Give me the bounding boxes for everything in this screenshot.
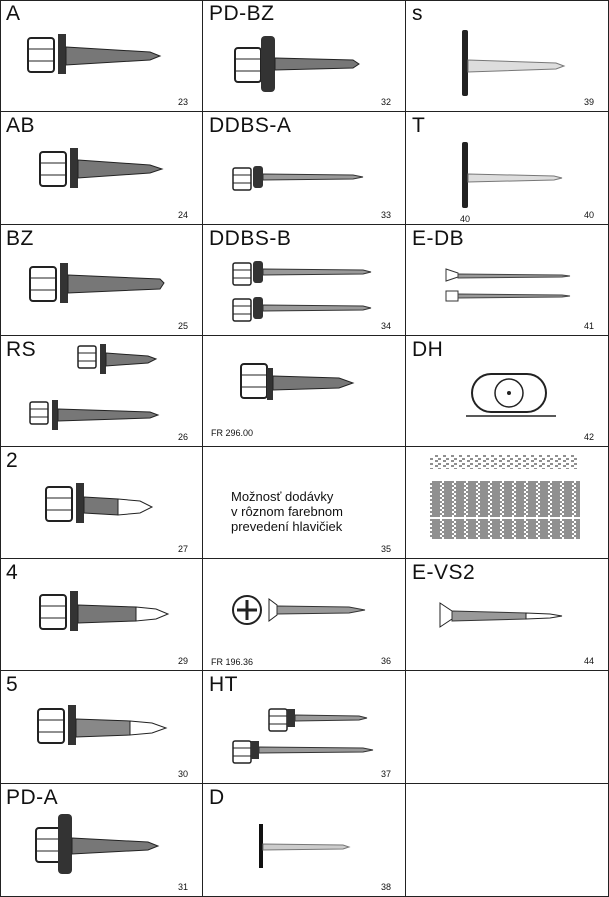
cell-label: E-DB	[412, 227, 465, 250]
disc-nail-icon	[259, 824, 351, 868]
cell-label: AB	[6, 114, 36, 137]
cell-2: 2 27	[0, 447, 203, 559]
page-number: 26	[177, 432, 188, 442]
cell-4: 4 29	[0, 559, 203, 671]
hex-washer-drill-screw-icon	[37, 705, 168, 745]
cell-color-note: Možnosť dodávky v rôznom farebnom preved…	[203, 447, 406, 559]
oval-washer-icon	[466, 373, 556, 417]
cell-RS: RS 26	[0, 336, 203, 447]
hex-drill-screw-icon	[240, 363, 355, 400]
page-number: 37	[380, 769, 391, 779]
color-option-note: Možnosť dodávky v rôznom farebnom preved…	[231, 489, 343, 534]
page-number: 41	[583, 321, 594, 331]
cell-5: 5 30	[0, 671, 203, 784]
cell-label: PD-BZ	[209, 2, 275, 25]
two-thin-screws-icon	[445, 268, 571, 302]
cell-empty	[406, 784, 609, 897]
page-number: 30	[177, 769, 188, 779]
page-number: 32	[380, 97, 391, 107]
cell-label: DH	[412, 338, 444, 361]
page-number: 42	[583, 432, 594, 442]
page-number: 24	[177, 210, 188, 220]
fr-code: FR 296.00	[211, 428, 254, 438]
phillips-countersunk-screw-icon	[232, 595, 366, 625]
cell-FR-296: FR 296.00	[203, 336, 406, 447]
cell-E-VS2: E-VS2 44	[406, 559, 609, 671]
hex-washer-blunt-screw-icon	[29, 263, 165, 303]
fr-code: FR 196.36	[211, 657, 254, 667]
cell-DDBS-B: DDBS-B 34	[203, 225, 406, 336]
cell-label: BZ	[6, 227, 34, 250]
page-number: 40	[460, 214, 471, 224]
disc-nail-icon	[462, 30, 566, 96]
cell-label: HT	[209, 673, 238, 696]
cell-s: s 39	[406, 0, 609, 112]
two-self-drilling-screws-icon	[29, 344, 160, 430]
cell-HT: HT 37	[203, 671, 406, 784]
two-long-hex-screws-icon	[232, 708, 374, 764]
cell-label: 2	[6, 449, 19, 472]
page-number: 33	[380, 210, 391, 220]
hex-washer-drill-screw-icon	[45, 483, 154, 523]
cell-label: 5	[6, 673, 19, 696]
two-long-drill-screws-icon	[232, 261, 372, 322]
hex-washer-wood-screw-icon	[39, 148, 164, 188]
page-number: 29	[177, 656, 188, 666]
cell-label: DDBS-B	[209, 227, 292, 250]
page-number: 44	[583, 656, 594, 666]
page-number: 34	[380, 321, 391, 331]
cell-label: PD-A	[6, 786, 59, 809]
cell-FR-196: FR 196.36 36	[203, 559, 406, 671]
page-number: 23	[177, 97, 188, 107]
countersunk-drill-screw-icon	[439, 602, 563, 628]
cell-PD-A: PD-A 31	[0, 784, 203, 897]
page-number: 39	[583, 97, 594, 107]
insulation-texture-icon	[430, 455, 580, 539]
page-number: 31	[177, 882, 188, 892]
page-number: 36	[380, 656, 391, 666]
cell-label: RS	[6, 338, 37, 361]
cell-label: DDBS-A	[209, 114, 292, 137]
hex-large-washer-screw-icon	[35, 814, 160, 874]
page-number: 40	[583, 210, 594, 220]
disc-nail-icon	[462, 142, 563, 208]
cell-BZ: BZ 25	[0, 225, 203, 336]
cell-T: T 40 40	[406, 112, 609, 225]
cell-label: T	[412, 114, 426, 137]
hex-washer-wood-screw-icon	[27, 34, 162, 74]
cell-A: A 23	[0, 0, 203, 112]
cell-empty	[406, 671, 609, 784]
page-number: 35	[380, 544, 391, 554]
cell-label: D	[209, 786, 225, 809]
long-drill-screw-icon	[232, 166, 364, 191]
page-number: 27	[177, 544, 188, 554]
cell-label: s	[412, 2, 423, 25]
cell-insulation	[406, 447, 609, 559]
page-number: 38	[380, 882, 391, 892]
cell-D: D 38	[203, 784, 406, 897]
cell-DH: DH 42	[406, 336, 609, 447]
cell-label: 4	[6, 561, 19, 584]
cell-DDBS-A: DDBS-A 33	[203, 112, 406, 225]
cell-E-DB: E-DB 41	[406, 225, 609, 336]
cell-AB: AB 24	[0, 112, 203, 225]
hex-washer-drill-screw-icon	[39, 591, 170, 631]
page-number: 25	[177, 321, 188, 331]
hex-large-washer-screw-icon	[234, 36, 360, 92]
cell-PD-BZ: PD-BZ 32	[203, 0, 406, 112]
cell-label: E-VS2	[412, 561, 476, 584]
cell-label: A	[6, 2, 21, 25]
